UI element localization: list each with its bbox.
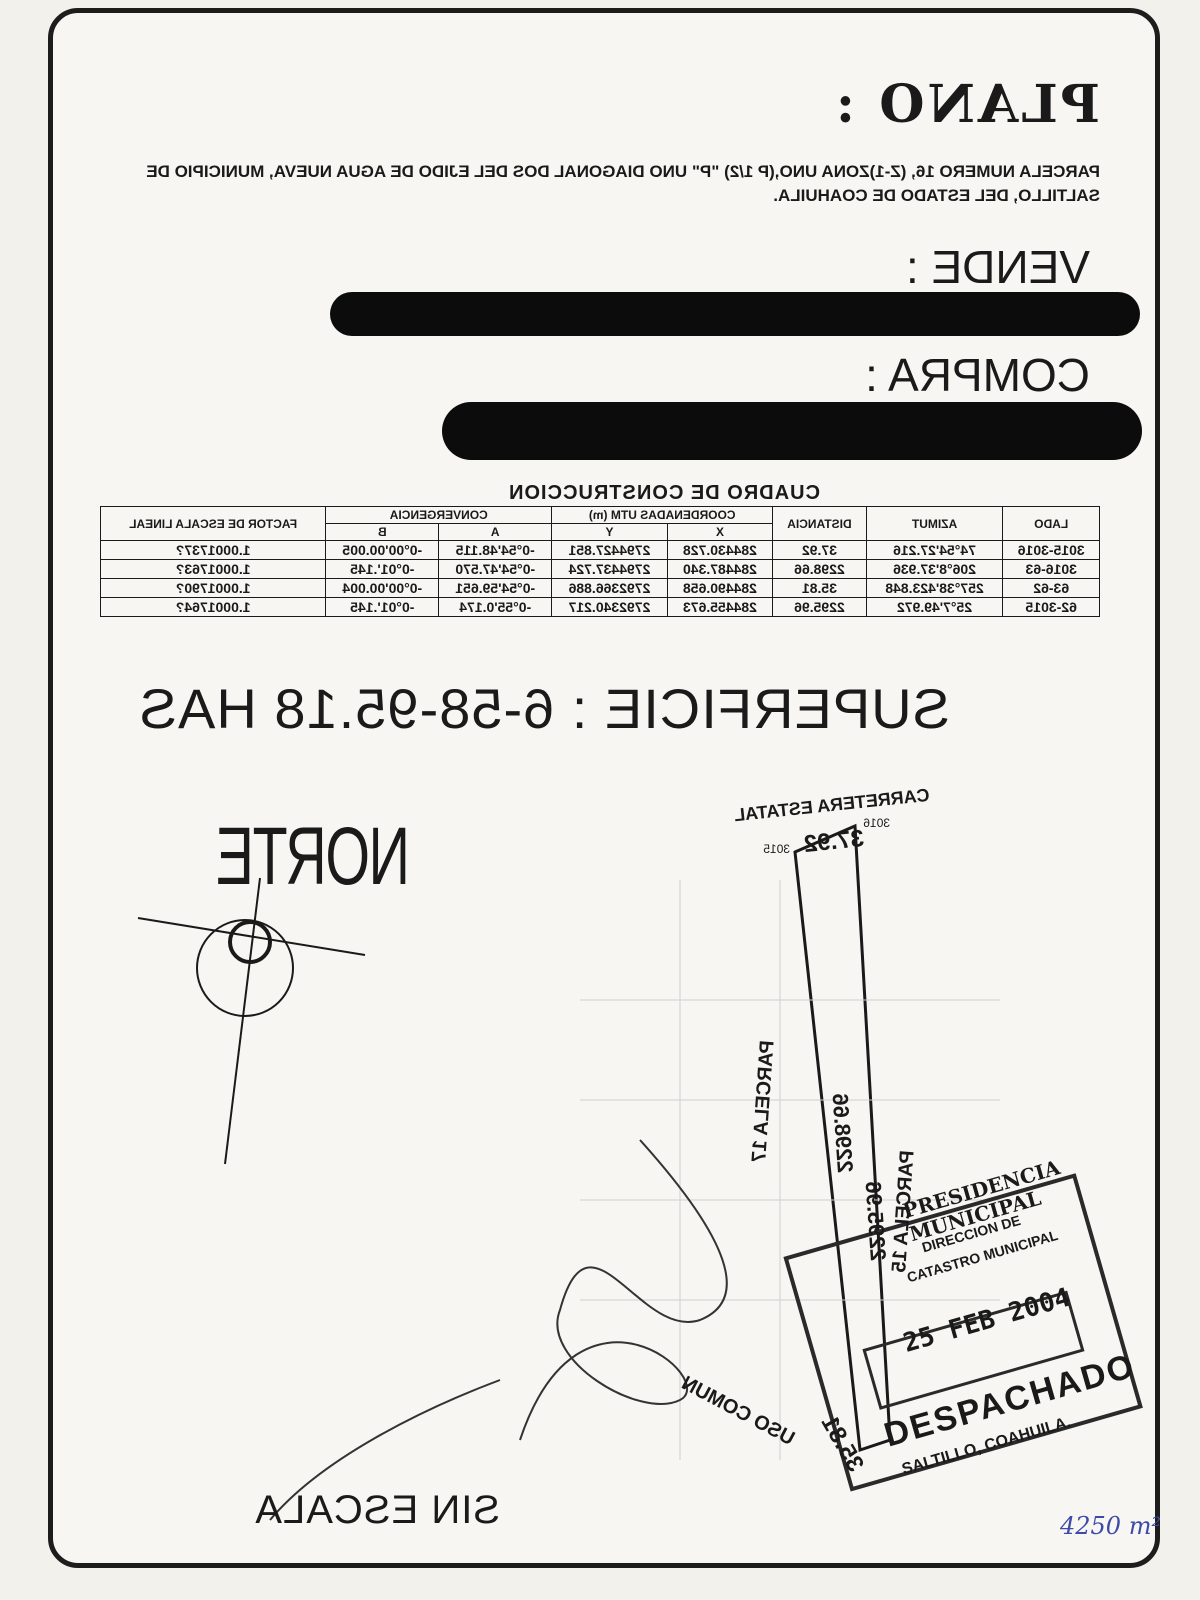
distance-left-label: 2298.66 xyxy=(827,1092,858,1174)
distance-right-label: 2295.96 xyxy=(860,1180,891,1262)
handwritten-note: 4250 m² xyxy=(1060,1512,1162,1540)
vertex-3015-label: 3015 xyxy=(763,842,790,856)
sin-escala-label: SIN ESCALA xyxy=(254,1488,500,1532)
north-arrow-icon xyxy=(137,877,366,1165)
background-grid xyxy=(580,880,1000,1460)
parcel-polygon xyxy=(793,823,892,1453)
signature-mark xyxy=(269,1139,728,1521)
vertex-3016-label: 3016 xyxy=(863,816,890,830)
despachado-stamp xyxy=(783,1173,1143,1492)
